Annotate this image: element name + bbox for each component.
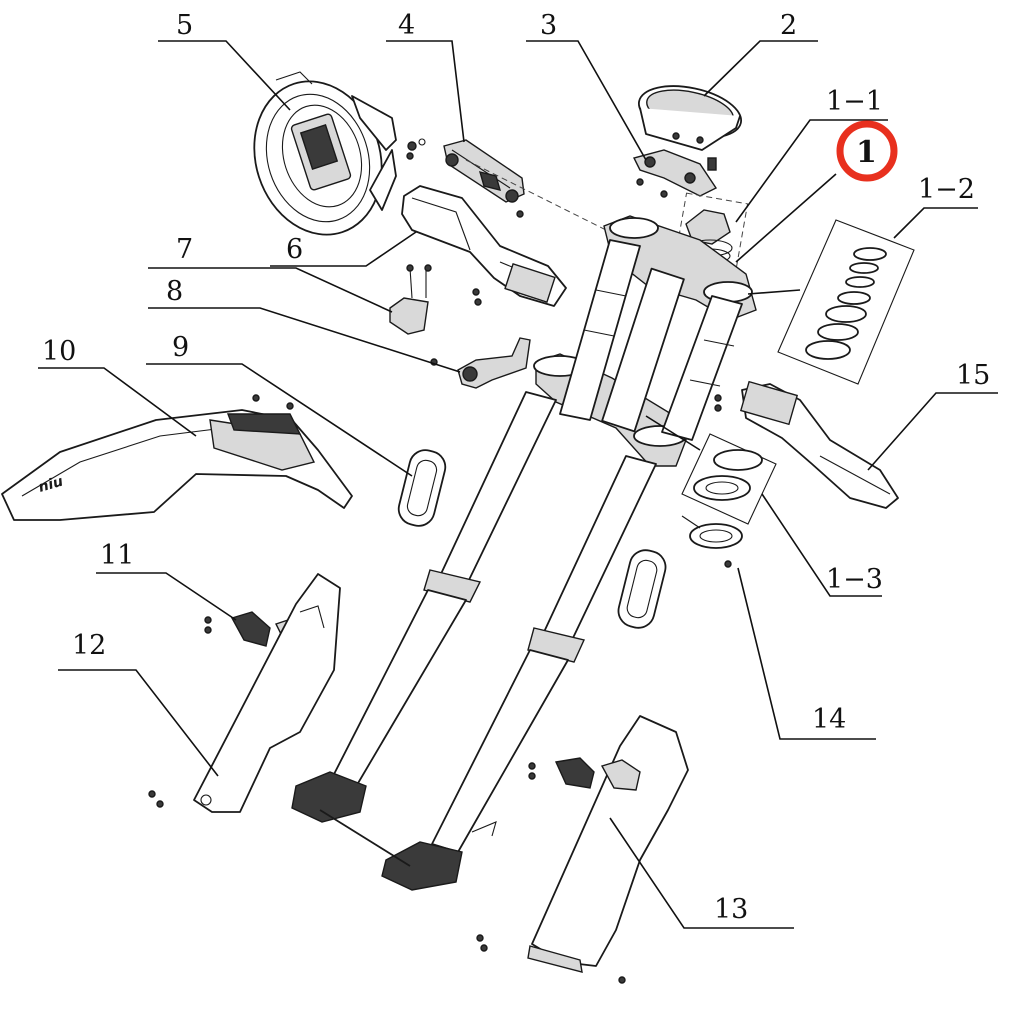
callout-2: 2: [780, 10, 797, 41]
callout-1: 1: [856, 135, 877, 170]
part-2-display: [637, 85, 743, 151]
part-1-2-bearing-set: [777, 219, 915, 385]
leader-lines: [38, 40, 998, 929]
part-4-bracket: [406, 139, 611, 233]
part-3-display-bracket: [632, 149, 718, 198]
callout-8: 8: [166, 276, 183, 307]
part-10-fender: niu: [1, 394, 353, 521]
part-9-reflector: [397, 449, 447, 527]
callout-14: 14: [812, 704, 846, 735]
part-8-lever-clamp: [430, 337, 531, 389]
callout-7: 7: [176, 234, 193, 265]
part-1-fork-assembly: [291, 215, 757, 891]
part-6-left-grip: [401, 185, 567, 307]
callout-9: 9: [172, 332, 189, 363]
highlight-circle-part-1: [836, 120, 898, 182]
part-12-left-fork-cover: [148, 573, 341, 813]
callout-1-3: 1−3: [826, 564, 883, 595]
callout-3: 3: [540, 10, 557, 41]
callout-6: 6: [286, 234, 303, 265]
callout-10: 10: [42, 336, 76, 367]
part-1-3-lower-bearing: [681, 433, 777, 525]
callout-12: 12: [72, 630, 106, 661]
part-14-clamp: [681, 515, 743, 568]
callout-1-1: 1−1: [826, 86, 883, 117]
part-7-mount: [389, 264, 432, 335]
fender-logo-text: niu: [37, 474, 65, 496]
callout-1-2: 1−2: [918, 174, 975, 205]
part-5-headlight: [253, 71, 426, 236]
part-13-right-fork-cover: [476, 715, 689, 984]
reflector-right: [617, 549, 667, 629]
callout-15: 15: [956, 360, 990, 391]
callout-13: 13: [714, 894, 748, 925]
part-15-right-grip: [714, 380, 899, 509]
callout-11: 11: [100, 540, 134, 571]
callout-5: 5: [176, 10, 193, 41]
callout-4: 4: [398, 10, 415, 41]
